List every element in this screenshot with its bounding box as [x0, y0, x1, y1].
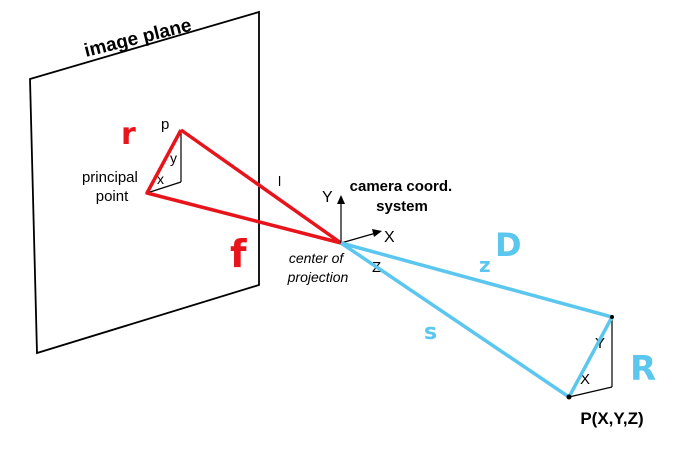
annotation-z-mark: z: [479, 253, 491, 277]
camera-x-label: X: [384, 229, 395, 246]
annotation-R: R: [630, 349, 656, 389]
image-plane: [29, 10, 260, 355]
camera-y-arrowhead: [337, 195, 345, 204]
camera-y-label: Y: [322, 189, 333, 206]
blue-world-triangle: [340, 241, 614, 399]
world-x-label: X: [580, 371, 590, 388]
world-point-label: P(X,Y,Z): [580, 409, 643, 428]
ray-label-l: l: [278, 173, 281, 189]
image-x-label: x: [157, 171, 164, 187]
principal-point-label: principal point: [82, 169, 142, 205]
annotation-r: r: [121, 117, 136, 152]
annotation-D: D: [495, 226, 522, 264]
annotation-s-mark: s: [424, 320, 437, 345]
world-x-leg: [568, 386, 613, 398]
camera-x-axis: [340, 232, 377, 244]
world-point-dot: [566, 394, 572, 400]
image-x-leg: [146, 181, 182, 194]
camera-coord-label: camera coord. system: [350, 178, 457, 215]
world-corner-dot: [610, 315, 614, 319]
world-y-label: Y: [595, 335, 605, 352]
image-point-label: p: [161, 116, 169, 133]
annotation-f: f: [230, 232, 247, 276]
camera-x-arrowhead: [372, 229, 382, 237]
red-projection-triangle: [145, 128, 343, 245]
image-plane-label: image plane: [82, 15, 194, 62]
center-of-projection-label: center of projection: [287, 250, 349, 285]
image-y-label: y: [170, 150, 177, 166]
